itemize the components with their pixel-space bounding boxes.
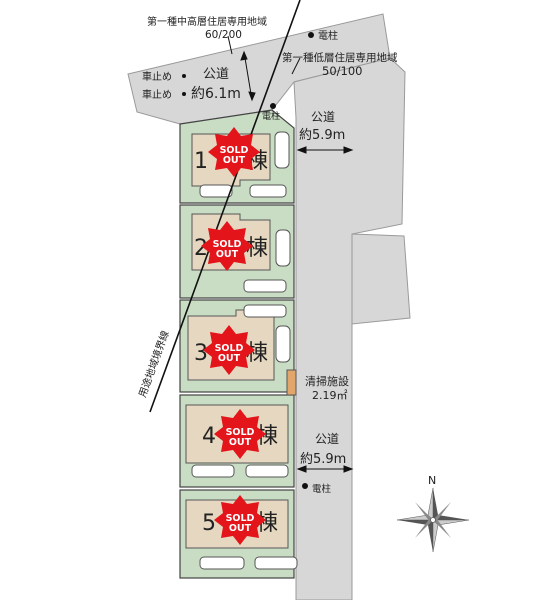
bollard-icon (182, 74, 186, 78)
lot-number: 3 (194, 341, 208, 366)
zoning-line-label: 用途地域境界線 (136, 329, 172, 399)
compass-north-label: N (428, 474, 436, 487)
bollard-label: 車止め (142, 70, 172, 83)
zoning-boundary-line (149, 0, 301, 413)
lower-zone-leader (291, 57, 301, 75)
car-icon (275, 229, 291, 267)
east-road-upper-title: 公道 (311, 110, 335, 124)
lot-suffix: 棟 (256, 424, 278, 449)
pole-icon (302, 483, 308, 489)
east-road-lower-title: 公道 (315, 432, 339, 446)
arrow-head (248, 91, 256, 102)
lower-zone-name: 第一種低層住居専用地域 (282, 51, 398, 64)
pole-label: 電柱 (318, 29, 338, 42)
arrow-head (296, 465, 307, 473)
car-icon (249, 184, 287, 198)
lot-suffix: 棟 (246, 341, 268, 366)
car-icon (254, 556, 298, 570)
lot-number: 4 (202, 424, 216, 449)
lot-suffix: 棟 (246, 236, 268, 261)
car-icon (191, 464, 235, 478)
upper-zone-leader (227, 35, 233, 55)
lot-number: 2 (194, 236, 208, 261)
upper-zone-ratio: 60/200 (205, 29, 242, 41)
arrow-head (296, 146, 307, 154)
lower-zone-ratio: 50/100 (322, 64, 362, 78)
cleaning-facility (286, 369, 297, 396)
compass-rose-icon (396, 487, 470, 553)
arrow-head (343, 146, 354, 154)
car-icon (245, 464, 289, 478)
north-road (127, 13, 391, 125)
facility-area: 2.19㎡ (312, 389, 348, 402)
pole-icon (308, 32, 314, 38)
arrow-head (240, 50, 248, 61)
lot-number: 5 (202, 511, 216, 536)
east-road-bulge (351, 233, 411, 325)
east-road-upper-width: 約5.9m (299, 128, 345, 143)
bollard-label: 車止め (142, 88, 172, 101)
east-road-lower-width: 約5.9m (300, 452, 346, 467)
car-icon (243, 304, 287, 318)
facility-name: 清掃施設 (305, 374, 349, 388)
car-icon (275, 325, 291, 363)
north-road-width: 約6.1m (191, 86, 241, 102)
car-icon (199, 556, 245, 570)
car-icon (274, 131, 290, 169)
north-road-title: 公道 (203, 67, 229, 82)
lot-number: 1 (194, 149, 208, 174)
pole-label: 電柱 (312, 483, 332, 495)
upper-zone-name: 第一種中高層住居専用地域 (147, 15, 267, 28)
pole-icon (270, 103, 276, 109)
car-icon (199, 184, 233, 198)
arrow-head (343, 465, 354, 473)
car-icon (243, 279, 287, 293)
pole-label: 電柱 (262, 110, 280, 122)
bollard-icon (182, 92, 186, 96)
